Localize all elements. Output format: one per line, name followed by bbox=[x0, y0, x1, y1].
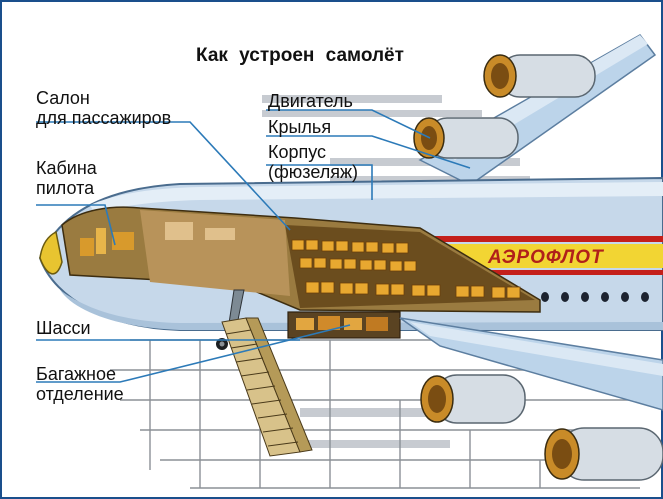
upper-engine-2 bbox=[413, 117, 519, 159]
leader-wings bbox=[266, 135, 471, 169]
label-engine: Двигатель bbox=[268, 91, 353, 111]
passenger-seats bbox=[291, 239, 521, 299]
label-baggage-line2: отделение bbox=[36, 384, 124, 404]
label-fuselage: Корпус (фюзеляж) bbox=[268, 142, 358, 182]
leader-baggage bbox=[36, 324, 351, 383]
leader-cabin bbox=[36, 121, 291, 231]
label-cockpit-line1: Кабина bbox=[36, 158, 97, 178]
label-cabin-line2: для пассажиров bbox=[36, 108, 172, 128]
leader-fuselage bbox=[266, 164, 373, 200]
baggage-hold bbox=[287, 311, 401, 339]
label-cockpit: Кабина пилота bbox=[36, 158, 97, 198]
nose-cone bbox=[39, 230, 63, 275]
leader-cockpit bbox=[36, 204, 116, 246]
label-fuselage-line2: (фюзеляж) bbox=[268, 162, 359, 182]
label-fuselage-line1: Корпус bbox=[268, 142, 327, 162]
lower-engine-1 bbox=[420, 374, 526, 424]
leader-engine bbox=[266, 109, 431, 139]
upper-engine-1 bbox=[483, 54, 596, 98]
lower-wing bbox=[399, 317, 663, 411]
windows bbox=[541, 292, 649, 302]
label-cabin: Салон для пассажиров bbox=[36, 88, 171, 128]
label-wings: Крылья bbox=[268, 117, 332, 137]
label-baggage-line1: Багажное bbox=[36, 364, 117, 384]
diagram-title: Как устроен самолёт bbox=[196, 45, 404, 66]
label-baggage: Багажное отделение bbox=[36, 364, 124, 404]
leader-lines bbox=[36, 109, 471, 383]
airline-name: АЭРОФЛОТ bbox=[488, 247, 604, 268]
label-cabin-line1: Салон bbox=[36, 88, 90, 108]
label-cockpit-line2: пилота bbox=[36, 178, 95, 198]
lower-engine-2 bbox=[544, 427, 663, 481]
label-gear: Шасси bbox=[36, 318, 91, 338]
